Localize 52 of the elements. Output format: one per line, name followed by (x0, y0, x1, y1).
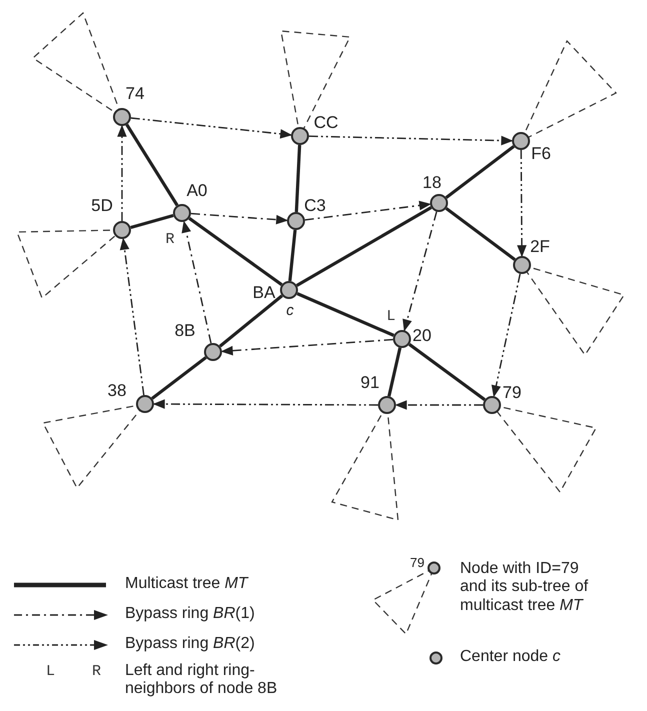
legend-text: Bypass ring BR(1) (125, 605, 256, 624)
tree-link (151, 356, 207, 400)
ring-arrow (190, 212, 288, 224)
tree-link (387, 347, 402, 397)
tree-link (294, 144, 302, 212)
tree-link (219, 294, 283, 348)
legend-text: Left and right ring-neighbors of node 8B (125, 662, 278, 699)
tree-link (445, 207, 516, 261)
legend-text: Multicast tree MT (125, 575, 250, 594)
node-id: 18 (422, 174, 442, 190)
node-id: 2F (530, 238, 550, 254)
ring-arrow (120, 238, 144, 396)
neighbor-mark: L (46, 664, 56, 679)
tree-link (188, 217, 283, 286)
ring-arrow (402, 212, 438, 332)
tree-link (296, 292, 394, 337)
tree-link (288, 230, 297, 282)
tree-link (445, 145, 515, 199)
ring-arrow (117, 124, 127, 221)
node-id: A0 (186, 182, 208, 198)
ring-arrow (308, 136, 514, 146)
ring-arrow (491, 274, 521, 398)
legend-text: Center node c (460, 648, 562, 666)
node-id: 5D (91, 196, 113, 214)
ring-arrow (517, 150, 527, 258)
node-id: BA (252, 284, 276, 300)
node-id: 74 (126, 84, 144, 102)
tree-link (296, 206, 432, 287)
node-id: 8B (174, 322, 196, 338)
legend-text: Bypass ring BR(2) (125, 635, 256, 654)
ring-arrow (182, 220, 212, 344)
tree-link (130, 214, 174, 230)
node-id: F6 (531, 144, 551, 162)
tree-link (125, 124, 179, 206)
neighbor-mark: R (165, 232, 174, 246)
node-id: 79 (502, 384, 522, 400)
legend-text: Node with ID=79 and its sub-tree of multicast tree MT (460, 560, 590, 616)
neighbor-mark: L (386, 308, 396, 324)
center-mark: c (286, 302, 294, 318)
node-id: 79 (410, 556, 424, 569)
ring-arrow (304, 200, 432, 221)
ring-arrow (220, 338, 394, 356)
ring-arrow (130, 117, 292, 139)
ring-arrow (394, 400, 483, 410)
neighbor-mark: R (92, 664, 102, 679)
tree-link (408, 343, 486, 401)
node-id: 91 (360, 374, 380, 390)
node-id: C3 (304, 196, 326, 214)
ring-arrow (152, 399, 378, 409)
node-id: 20 (412, 326, 432, 344)
node-id: 38 (108, 382, 126, 398)
node-id: CC (314, 114, 338, 130)
